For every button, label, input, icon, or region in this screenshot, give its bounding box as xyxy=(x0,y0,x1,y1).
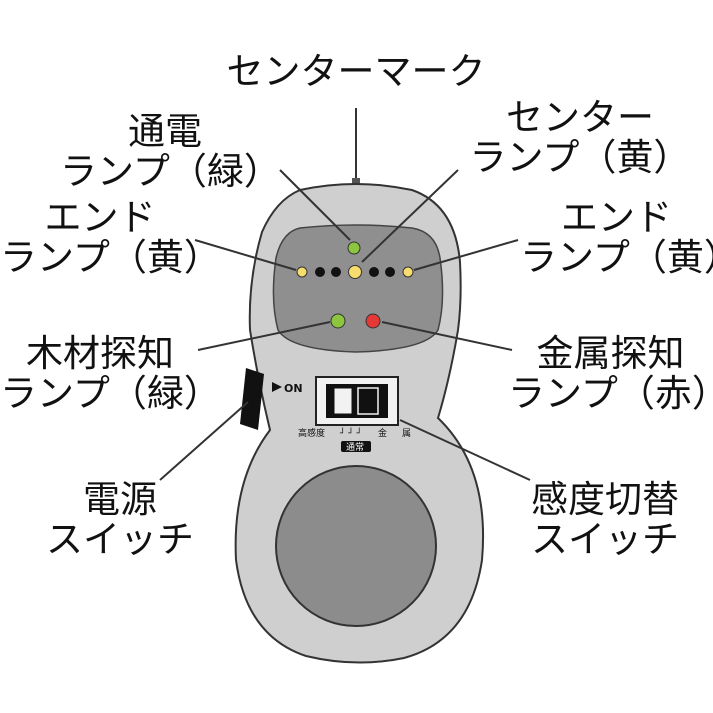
label-sensitivity-switch: 感度切替 スイッチ xyxy=(531,478,679,561)
switch-mode-badge xyxy=(341,441,371,452)
switch-mode-label: 通常 xyxy=(346,441,364,453)
power-on-label: ON xyxy=(284,382,303,395)
indicator-dot xyxy=(331,267,341,277)
leader-wood xyxy=(197,321,331,351)
label-wood-detect-lamp: 木材探知 ランプ（緑） xyxy=(0,332,221,415)
sensor-pad xyxy=(275,465,437,627)
metal-detect-lamp xyxy=(365,313,381,329)
sensitivity-switch[interactable] xyxy=(315,376,399,426)
label-power-switch: 電源 スイッチ xyxy=(46,478,194,561)
label-center-lamp: センター ランプ（黄） xyxy=(469,96,691,179)
leader-end-right xyxy=(413,239,519,271)
center-lamp xyxy=(348,265,362,279)
switch-scale-high: 高感度 xyxy=(298,427,325,439)
indicator-dot xyxy=(385,267,395,277)
switch-scale-tick: ┘ ┘ ┘ xyxy=(339,427,362,439)
end-lamp-left xyxy=(296,266,308,278)
end-lamp-right xyxy=(402,266,414,278)
leader-power-switch xyxy=(159,401,249,481)
label-end-lamp-right: エンド ランプ（黄） xyxy=(520,196,713,279)
leader-power-lamp xyxy=(279,169,351,241)
leader-metal xyxy=(381,321,513,351)
lamp-panel xyxy=(272,224,444,353)
label-end-lamp-left: エンド ランプ（黄） xyxy=(0,196,221,279)
label-metal-detect-lamp: 金属探知 ランプ（赤） xyxy=(508,332,713,415)
indicator-dot xyxy=(369,267,379,277)
switch-scale-metal: 金 xyxy=(378,427,387,439)
wood-detect-lamp xyxy=(330,313,346,329)
power-lamp xyxy=(347,241,361,255)
center-mark xyxy=(352,178,360,186)
leader-sensitivity xyxy=(399,419,531,481)
power-switch[interactable] xyxy=(240,368,264,430)
leader-end-left xyxy=(194,239,297,271)
switch-scale-metal2: 属 xyxy=(402,428,411,439)
power-switch-arrow-icon xyxy=(272,382,282,392)
label-center-mark: センターマーク xyxy=(226,50,486,93)
label-power-lamp: 通電 ランプ（緑） xyxy=(60,110,281,193)
leader-center-lamp xyxy=(361,169,459,263)
indicator-dot xyxy=(315,267,325,277)
